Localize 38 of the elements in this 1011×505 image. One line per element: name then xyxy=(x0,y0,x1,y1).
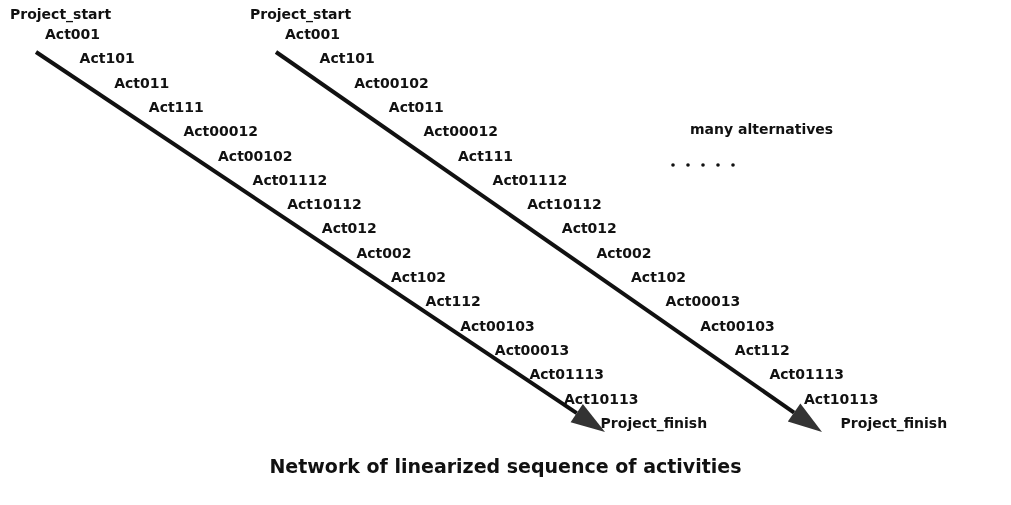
activity-label: Act10112 xyxy=(527,196,602,214)
activity-label: Project_start xyxy=(10,6,112,23)
activity-label: Act002 xyxy=(356,244,412,262)
activity-label: Act102 xyxy=(391,269,447,286)
activity-label: Act001 xyxy=(285,26,341,43)
caption: Network of linearized sequence of activities xyxy=(269,455,742,477)
activity-label: Act001 xyxy=(45,26,101,43)
activity-label: Act00103 xyxy=(460,317,535,335)
activity-label: Act011 xyxy=(388,98,444,116)
activity-label: Act00103 xyxy=(700,317,775,335)
activity-label: Act101 xyxy=(79,50,135,68)
activity-label: Act10113 xyxy=(564,390,639,408)
activity-label: Act102 xyxy=(631,269,687,286)
activity-label: Act012 xyxy=(321,220,377,238)
activity-label: Act00012 xyxy=(183,123,258,141)
activity-label: Act011 xyxy=(114,74,170,92)
note-text: many alternatives xyxy=(690,121,834,138)
activity-label: Act00102 xyxy=(354,74,429,92)
activity-label: Act00012 xyxy=(423,123,498,141)
activity-label: Act002 xyxy=(596,244,652,262)
activity-label: Act01113 xyxy=(529,366,604,384)
activity-label: Act112 xyxy=(425,293,481,311)
activity-label: Act00102 xyxy=(218,147,293,165)
activity-label: Project_finish xyxy=(600,414,708,432)
activity-label: Act012 xyxy=(561,220,617,238)
activity-label: Act111 xyxy=(458,147,514,165)
activity-label: Act112 xyxy=(734,341,790,359)
activity-label: Act00013 xyxy=(665,293,741,311)
activity-label: Project_start xyxy=(250,6,352,23)
activity-label: Project_finish xyxy=(840,414,948,432)
activity-label: Act01112 xyxy=(252,171,328,189)
activity-label: Act10112 xyxy=(287,196,362,214)
activity-label: Act10113 xyxy=(804,390,879,408)
activity-label: Act111 xyxy=(148,98,204,116)
activity-label: Act01112 xyxy=(492,171,568,189)
activity-label: Act01113 xyxy=(769,366,844,384)
activity-label: Act00013 xyxy=(494,341,570,359)
activity-label: Act101 xyxy=(319,50,375,68)
